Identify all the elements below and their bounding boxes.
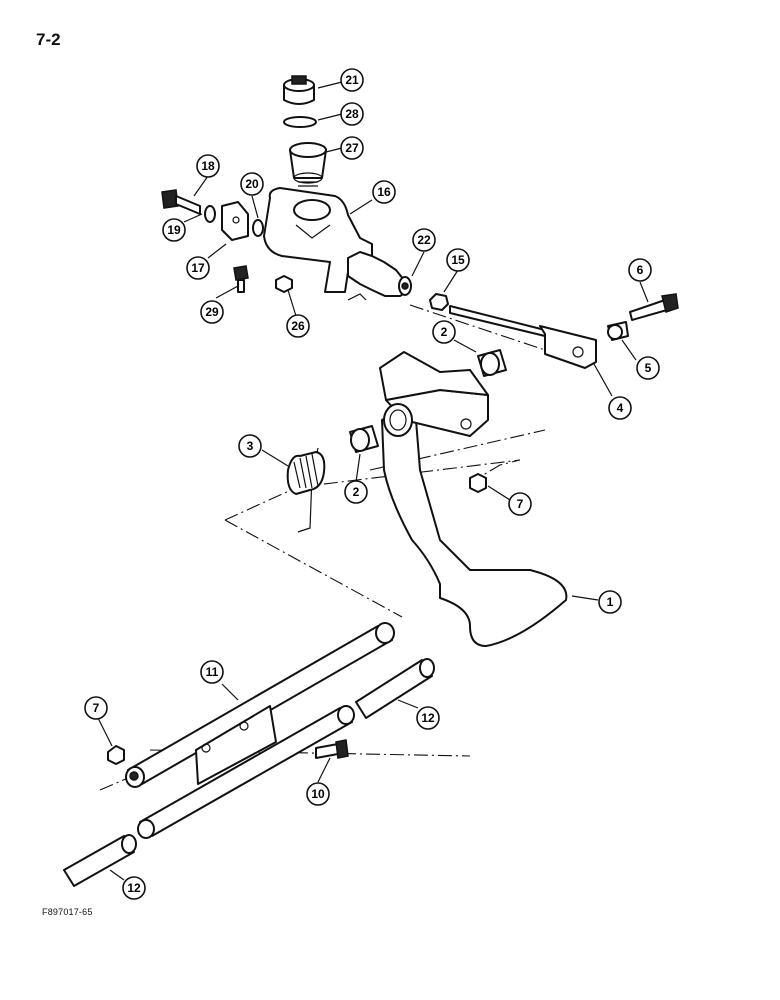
bleeder-29 [233,265,249,293]
cross-shaft [125,622,395,839]
svg-text:11: 11 [206,665,219,679]
callout-17: 17 [186,256,210,280]
svg-text:18: 18 [201,159,215,173]
piston-boot [347,251,412,297]
svg-text:6: 6 [637,263,644,277]
callout-12-left: 12 [122,876,146,900]
svg-text:3: 3 [247,439,254,453]
reservoir-cap [283,75,315,105]
bolt-6 [629,293,679,321]
nut-15 [429,293,449,311]
svg-text:1: 1 [607,595,614,609]
callout-10: 10 [306,782,330,806]
nut-7-lower [107,745,125,765]
sleeve-12-left [63,834,137,887]
nut-7-upper [469,473,487,493]
svg-text:19: 19 [167,223,181,237]
svg-text:7: 7 [517,497,524,511]
callout-15: 15 [446,248,470,272]
svg-text:26: 26 [291,319,305,333]
svg-text:10: 10 [311,787,325,801]
svg-text:28: 28 [345,107,359,121]
svg-text:12: 12 [421,711,435,725]
svg-text:16: 16 [377,185,391,199]
callout-2-lower: 2 [344,480,368,504]
leader-lines [97,81,649,881]
callout-18: 18 [196,154,220,178]
bushing-2-lower [349,425,379,453]
svg-text:12: 12 [127,881,141,895]
callout-12-right: 12 [416,706,440,730]
nut-26 [275,275,293,293]
pushrod [449,305,597,369]
callout-27: 27 [340,136,364,160]
callout-29: 29 [200,300,224,324]
svg-text:21: 21 [345,73,359,87]
callout-2-upper: 2 [432,320,456,344]
page-number: 7-2 [36,30,61,49]
figure-code: F897017-65 [42,907,93,917]
svg-text:5: 5 [645,361,652,375]
callout-28: 28 [340,102,364,126]
svg-text:7: 7 [93,701,100,715]
svg-text:29: 29 [205,305,219,319]
block-17 [221,201,249,241]
callout-21: 21 [340,68,364,92]
callout-6: 6 [628,258,652,282]
washer-20 [252,219,264,237]
svg-text:15: 15 [451,253,465,267]
bushing-2-upper [477,349,507,377]
svg-text:2: 2 [353,485,360,499]
callout-20: 20 [240,172,264,196]
callout-4: 4 [608,396,632,420]
svg-text:22: 22 [417,233,431,247]
bolt-10 [315,739,349,759]
callout-11: 11 [200,660,224,684]
master-cylinder [263,187,373,301]
callout-7-lower: 7 [84,696,108,720]
svg-text:27: 27 [345,141,359,155]
sleeve-12-right [355,658,435,719]
clutch-pedal [379,351,568,647]
reservoir [289,142,327,187]
callout-16: 16 [372,180,396,204]
callout-22: 22 [412,228,436,252]
bolt-18 [161,189,201,215]
callout-3: 3 [238,434,262,458]
callout-5: 5 [636,356,660,380]
svg-text:20: 20 [245,177,259,191]
bushing-5 [607,321,629,341]
callout-7-upper: 7 [508,492,532,516]
svg-text:4: 4 [617,401,624,415]
callout-1: 1 [598,590,622,614]
callout-26: 26 [286,314,310,338]
washer-19 [204,205,216,223]
svg-text:17: 17 [191,261,205,275]
callout-19: 19 [162,218,186,242]
return-spring [286,447,326,533]
o-ring [283,116,317,128]
svg-text:2: 2 [441,325,448,339]
